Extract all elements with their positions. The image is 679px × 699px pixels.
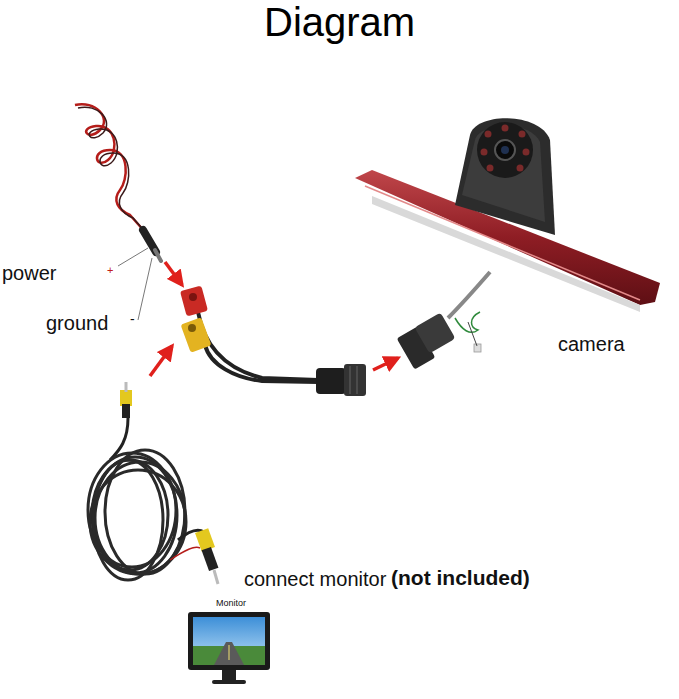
part-label: camera [558,333,625,355]
part-label: ground [46,312,108,334]
note-text: connect monitor [244,568,386,590]
polarity-mark: + [107,264,113,276]
part-label: power [2,262,56,284]
note-text: (not included) [391,566,530,589]
diagram-title: Diagram [264,0,415,44]
polarity-mark: - [130,312,135,327]
part-label: Monitor [216,599,246,609]
